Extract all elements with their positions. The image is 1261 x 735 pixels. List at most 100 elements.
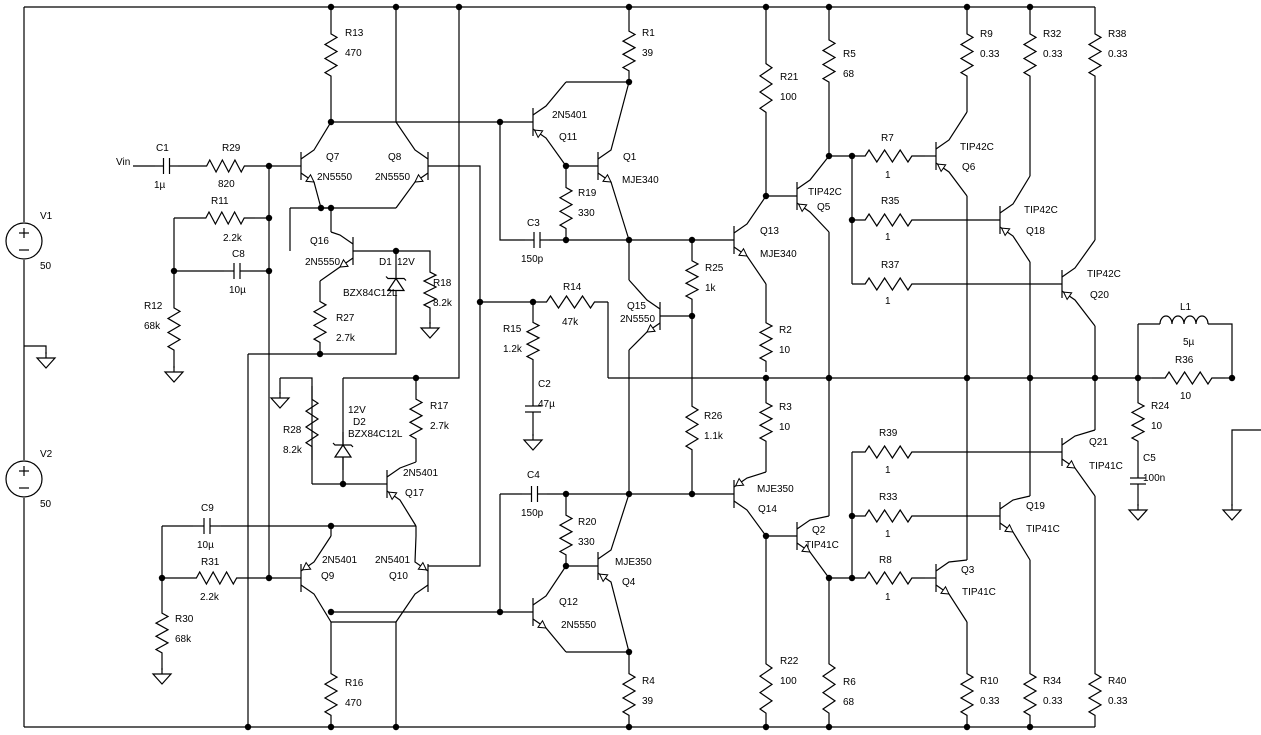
resistor-body bbox=[684, 250, 700, 310]
transistor-q14 bbox=[733, 471, 767, 537]
zener-ref: D2 bbox=[353, 417, 366, 428]
resistor-value: 0.33 bbox=[980, 696, 1000, 707]
resistor-r9 bbox=[959, 22, 975, 88]
junction-dot bbox=[496, 608, 504, 616]
capacitor-ref: C8 bbox=[232, 249, 245, 260]
emitter-arrow bbox=[339, 258, 349, 268]
transistor-part: TIP41C bbox=[1089, 461, 1123, 472]
resistor-body bbox=[821, 650, 837, 727]
emitter-arrow bbox=[738, 247, 748, 257]
resistor-r32 bbox=[1022, 22, 1038, 88]
source-value: 50 bbox=[40, 499, 52, 510]
zener-voltage: 12V bbox=[397, 257, 415, 268]
emitter-arrow bbox=[940, 585, 950, 595]
junction-dot bbox=[625, 648, 633, 656]
junction-dot bbox=[244, 723, 252, 731]
transistor-ref: Q2 bbox=[812, 525, 826, 536]
resistor-ref: R1 bbox=[642, 28, 655, 39]
transistor-part: 2N5550 bbox=[375, 172, 410, 183]
transistor-ref: Q18 bbox=[1026, 226, 1045, 237]
wire bbox=[24, 345, 47, 354]
source-value: 50 bbox=[40, 261, 52, 272]
junction-dot bbox=[265, 162, 273, 170]
resistor-value: 39 bbox=[642, 48, 654, 59]
resistor-ref: R27 bbox=[336, 313, 355, 324]
collector-lead bbox=[330, 231, 354, 245]
resistor-body bbox=[304, 386, 320, 460]
collector-lead bbox=[628, 279, 661, 310]
resistor-ref: R39 bbox=[879, 428, 898, 439]
resistor-ref: R20 bbox=[578, 517, 597, 528]
resistor-r40 bbox=[1087, 662, 1103, 727]
junction-dot bbox=[688, 312, 696, 320]
resistor-body bbox=[758, 312, 774, 372]
resistor-r31 bbox=[185, 570, 248, 586]
components bbox=[5, 20, 1243, 727]
resistor-body bbox=[621, 20, 637, 82]
resistor-r14 bbox=[533, 294, 608, 310]
junction-dot bbox=[625, 78, 633, 86]
resistor-ref: R6 bbox=[843, 677, 856, 688]
resistor-body bbox=[1087, 22, 1103, 88]
junction-dot bbox=[963, 374, 971, 382]
wire bbox=[499, 122, 525, 241]
transistor-q18 bbox=[999, 175, 1031, 263]
resistor-ref: R21 bbox=[780, 72, 799, 83]
junction-dot bbox=[327, 118, 335, 126]
resistor-ref: R34 bbox=[1043, 676, 1062, 687]
resistor-ref: R32 bbox=[1043, 29, 1062, 40]
resistor-ref: R11 bbox=[211, 196, 229, 207]
collector-lead bbox=[1061, 429, 1096, 446]
resistor-r4 bbox=[621, 662, 637, 727]
emitter-arrow bbox=[387, 491, 398, 501]
capacitor-c4 bbox=[522, 486, 547, 502]
transistor-part: 2N5401 bbox=[322, 555, 357, 566]
transistor-ref: Q9 bbox=[321, 571, 335, 582]
inductor-coil bbox=[1159, 315, 1209, 325]
ground-triangle bbox=[269, 397, 291, 409]
resistor-r6 bbox=[821, 650, 837, 727]
resistor-value: 100 bbox=[780, 676, 797, 687]
resistor-value: 68k bbox=[175, 634, 192, 645]
zener-part: BZX84C12L bbox=[348, 429, 403, 440]
capacitor-c9 bbox=[193, 518, 221, 534]
resistor-r34 bbox=[1022, 662, 1038, 727]
source-ref: V1 bbox=[40, 211, 53, 222]
junction-dot bbox=[455, 3, 463, 11]
wire bbox=[1231, 429, 1261, 506]
capacitor-ref: C3 bbox=[527, 218, 540, 229]
collector-lead bbox=[386, 461, 417, 478]
resistor-ref: R3 bbox=[779, 402, 792, 413]
resistor-value: 0.33 bbox=[1043, 696, 1063, 707]
resistor-r30 bbox=[154, 602, 170, 664]
resistor-r7 bbox=[852, 148, 925, 164]
resistor-body bbox=[525, 312, 541, 370]
collector-lead bbox=[1061, 239, 1096, 278]
transistor-part: 2N5550 bbox=[305, 257, 340, 268]
resistor-body bbox=[852, 148, 925, 164]
emitter-arrow bbox=[1062, 291, 1073, 301]
resistor-r24 bbox=[1130, 392, 1146, 452]
resistor-body bbox=[852, 212, 925, 228]
resistor-r8 bbox=[852, 570, 925, 586]
collector-lead bbox=[999, 495, 1031, 510]
resistor-ref: R22 bbox=[780, 656, 799, 667]
resistor-value: 0.33 bbox=[980, 49, 1000, 60]
transistor-part: TIP42C bbox=[1087, 269, 1121, 280]
junction-dot bbox=[963, 723, 971, 731]
capacitor-c8 bbox=[224, 263, 250, 279]
zener-d1 bbox=[385, 251, 407, 318]
junction-dot bbox=[762, 192, 770, 200]
resistor-value: 0.33 bbox=[1108, 49, 1128, 60]
resistor-value: 10 bbox=[1151, 421, 1163, 432]
resistor-r10 bbox=[959, 662, 975, 727]
resistor-body bbox=[1022, 662, 1038, 727]
resistor-r2 bbox=[758, 312, 774, 372]
wires bbox=[23, 6, 1261, 728]
zener-bar bbox=[385, 276, 407, 281]
resistor-r36 bbox=[1152, 370, 1225, 386]
resistor-value: 68k bbox=[144, 321, 161, 332]
junction-dot bbox=[265, 574, 273, 582]
junction-dot bbox=[562, 162, 570, 170]
emitter-arrow bbox=[533, 129, 544, 139]
